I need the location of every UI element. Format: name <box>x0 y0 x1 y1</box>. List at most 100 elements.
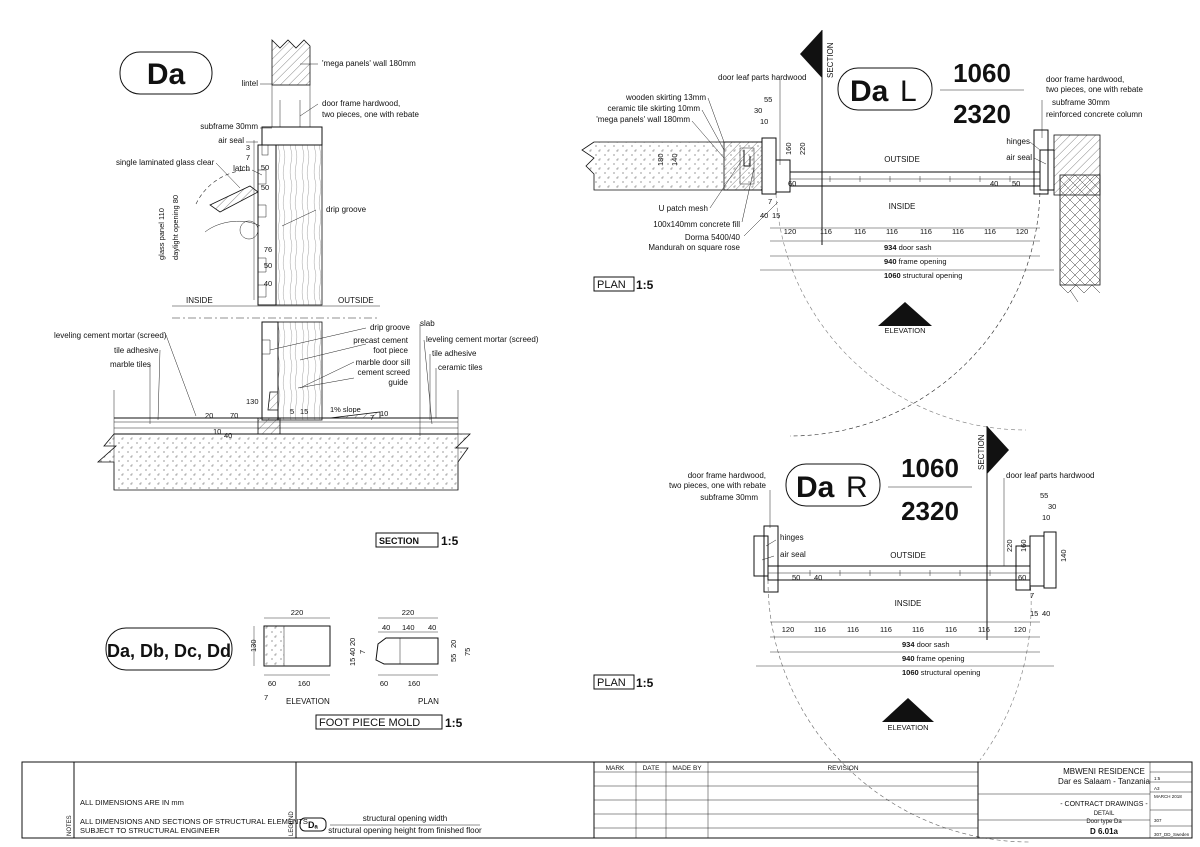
label-plan-left-dims-d55: 55 <box>764 95 772 104</box>
label-plan-right-title: PLAN <box>597 677 626 689</box>
label-plan-left-labels-subframe: subframe 30mm <box>1052 98 1110 107</box>
label-plan-right-dims-d60: 60 <box>1018 573 1026 582</box>
label-section-dims-d40b: 40 <box>224 431 232 440</box>
label-title-block-stage: - CONTRACT DRAWINGS - <box>1060 801 1148 808</box>
label-plan-right-labels-leaf-parts: door leaf parts hardwood <box>1006 471 1095 480</box>
label-section-labels-glass-panel: glass panel 110 <box>157 208 166 260</box>
label-foot-piece-scale: 1:5 <box>445 716 463 730</box>
svg-text:940 frame opening: 940 frame opening <box>884 257 947 266</box>
label-section-labels-tile-adhesive-right: tile adhesive <box>432 349 477 358</box>
svg-text:940 frame opening: 940 frame opening <box>902 654 965 663</box>
label-plan-left-dims-segments-3: 116 <box>886 227 898 236</box>
label-foot-piece-dims-p60: 60 <box>380 679 388 688</box>
label-plan-left-labels-inside: INSIDE <box>889 202 916 211</box>
label-plan-right-labels-outside: OUTSIDE <box>890 551 926 560</box>
label-section-dims-d5: 5 <box>290 407 294 416</box>
label-title-block-note-2: ALL DIMENSIONS AND SECTIONS OF STRUCTURA… <box>80 817 308 826</box>
label-plan-left-labels-elevation: ELEVATION <box>885 326 926 335</box>
label-section-dims-d40: 40 <box>264 279 272 288</box>
label-plan-right-labels-elevation: ELEVATION <box>888 723 929 732</box>
label-section-dims-d7: 7 <box>246 153 250 162</box>
label-plan-left-dims-d50: 50 <box>1012 179 1020 188</box>
label-plan-left-labels-frame-1: door frame hardwood, <box>1046 75 1124 84</box>
label-section-dims-d10: 10 <box>213 427 221 436</box>
floor-slab <box>96 433 471 491</box>
label-section-labels-door-frame-2: two pieces, one with rebate <box>322 110 419 119</box>
title-block: NOTES ALL DIMENSIONS ARE IN mm ALL DIMEN… <box>21 761 1193 839</box>
label-section-labels-leveling-right: leveling cement mortar (screed) <box>426 335 539 344</box>
label-section-labels-daylight: daylight opening 80 <box>171 195 180 260</box>
label-foot-piece-plan-label: PLAN <box>418 697 439 706</box>
label-title-block-legend-1: structural opening width <box>363 814 448 823</box>
label-section-labels-tile-adhesive-left: tile adhesive <box>114 346 159 355</box>
svg-text:1060 structural opening: 1060 structural opening <box>902 668 980 677</box>
label-section-dims-d3: 3 <box>246 143 250 152</box>
label-plan-right-dims-d40: 40 <box>814 573 822 582</box>
label-plan-right-tag-suffix: R <box>846 471 868 504</box>
label-plan-left-dims-d160: 160 <box>784 142 793 155</box>
label-foot-piece-dims-p55: 55 <box>449 654 458 662</box>
label-foot-piece-dims-e60: 60 <box>268 679 276 688</box>
label-foot-piece-dims-e130: 130 <box>249 639 258 652</box>
label-section-title: SECTION <box>379 536 419 546</box>
label-section-dims-d130: 130 <box>246 397 259 406</box>
label-plan-right-dims-frame: 940 <box>902 654 915 663</box>
label-section-labels-ceramic-tiles: ceramic tiles <box>438 363 482 372</box>
label-plan-left-labels-air-seal: air seal <box>1006 153 1032 162</box>
label-plan-right-dims-segments-1: 116 <box>814 625 826 634</box>
label-plan-left-tag-suffix: L <box>900 75 917 108</box>
label-section-dims-d70: 70 <box>230 411 238 420</box>
label-plan-left-title: PLAN <box>597 279 626 291</box>
label-plan-right-labels-frame-2: two pieces, one with rebate <box>669 481 766 490</box>
label-section-labels-subframe: subframe 30mm <box>200 122 258 131</box>
door-leaf <box>275 144 323 306</box>
label-foot-piece-dims-p7: 7 <box>358 650 367 654</box>
label-foot-piece-dims-p15: 15 <box>348 658 357 666</box>
svg-text:934 door sash: 934 door sash <box>884 243 932 252</box>
label-section-labels-leveling-left: leveling cement mortar (screed) <box>54 331 167 340</box>
label-foot-piece-dims-p40a: 40 <box>382 623 390 632</box>
label-section-dims-d7b: 7 <box>370 413 374 422</box>
label-section-dims-d50b: 50 <box>261 183 269 192</box>
label-plan-right-dims-d40b: 40 <box>1042 609 1050 618</box>
label-plan-right-dims-frame-label: frame opening <box>917 654 965 663</box>
label-plan-left-width: 1060 <box>953 58 1011 88</box>
label-plan-left-scale: 1:5 <box>636 278 654 292</box>
label-section-dims-d20: 20 <box>205 411 213 420</box>
label-section-labels-outside: OUTSIDE <box>338 296 374 305</box>
label-plan-right-dims-d55: 55 <box>1040 491 1048 500</box>
label-plan-left-labels-mega-wall: 'mega panels' wall 180mm <box>596 115 690 124</box>
label-foot-piece-dims-p160: 160 <box>408 679 421 688</box>
label-section-dims-d10b: 10 <box>380 409 388 418</box>
label-plan-left-labels-dorma-2: Mandurah on square rose <box>648 243 740 252</box>
label-plan-right-dims-segments-0: 120 <box>782 625 795 634</box>
label-plan-right-dims-segments-5: 116 <box>945 625 957 634</box>
label-plan-right-dims-d30: 30 <box>1048 502 1056 511</box>
label-plan-right-dims-segments-4: 116 <box>912 625 924 634</box>
label-section-labels-mega-wall: 'mega panels' wall 180mm <box>322 59 416 68</box>
label-plan-left-dims-segments-4: 116 <box>920 227 932 236</box>
label-plan-right-dims-segments-2: 116 <box>847 625 859 634</box>
label-plan-left-dims-frame: 940 <box>884 257 897 266</box>
label-section-labels-air-seal: air seal <box>218 136 244 145</box>
label-plan-left-labels-reinforced: reinforced concrete column <box>1046 110 1143 119</box>
label-title-block-meta-number: 307 <box>1154 818 1162 823</box>
label-plan-left-dims-sash-label: door sash <box>899 243 932 252</box>
foot-piece-title: FOOT PIECE MOLD 1:5 <box>315 714 463 730</box>
label-plan-left-labels-concrete-fill: 100x140mm concrete fill <box>653 220 740 229</box>
plan-left-title: PLAN 1:5 <box>593 276 654 292</box>
label-plan-left-labels-leaf-parts: door leaf parts hardwood <box>718 73 807 82</box>
label-plan-left-labels-hinges: hinges <box>1006 137 1030 146</box>
label-plan-right-labels-air-seal: air seal <box>780 550 806 559</box>
label-plan-left-dims-d7: 7 <box>768 197 772 206</box>
plan-right: SECTION Da R 1060 2320 55 30 10 220 160 … <box>593 426 1095 843</box>
label-plan-left-tag-main: Da <box>850 75 889 108</box>
label-section-scale: 1:5 <box>441 534 459 548</box>
label-plan-right-width: 1060 <box>901 453 959 483</box>
label-plan-left-dims-segments-0: 120 <box>784 227 797 236</box>
label-title-block-detail-1: DETAIL <box>1094 811 1115 817</box>
label-plan-right-section-marker: SECTION <box>977 434 986 470</box>
svg-text:934 door sash: 934 door sash <box>902 640 950 649</box>
label-title-block-rev-headers-3: REVISION <box>827 765 858 772</box>
